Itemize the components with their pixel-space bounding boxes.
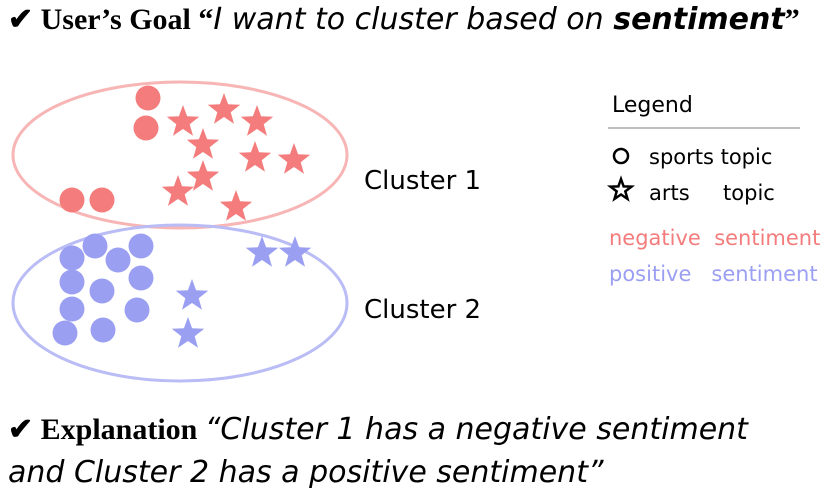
cluster-1-label: Cluster 1 bbox=[364, 166, 481, 196]
star-icon bbox=[606, 175, 636, 202]
check-icon: ✔ bbox=[8, 413, 34, 446]
cluster-1-star-point bbox=[240, 105, 274, 136]
cluster-1-star-point bbox=[186, 160, 220, 191]
cluster-2-circle-point bbox=[59, 296, 85, 322]
cluster-1-star-point bbox=[238, 141, 272, 172]
data-points bbox=[52, 85, 312, 348]
cluster-1-star-point bbox=[277, 143, 311, 174]
legend-item-arts: arts topic bbox=[649, 181, 775, 205]
cluster-2-label: Cluster 2 bbox=[364, 295, 481, 325]
explanation-text-1: “Cluster 1 has a negative sentiment bbox=[204, 412, 748, 447]
goal-emphasis: sentiment bbox=[613, 2, 785, 37]
cluster-2-star-point bbox=[278, 236, 312, 267]
cluster-2-circle-point bbox=[89, 278, 115, 304]
explanation-line-1: ✔ Explanation “Cluster 1 has a negative … bbox=[8, 412, 748, 447]
cluster-2-star-point bbox=[175, 279, 209, 310]
legend-negative: negative sentiment bbox=[609, 226, 820, 250]
explanation-line-2: and Cluster 2 has a positive sentiment” bbox=[8, 455, 604, 490]
cluster-2-ellipse bbox=[11, 223, 349, 383]
cluster-2-star-point bbox=[171, 317, 205, 348]
cluster-1-ellipse bbox=[11, 80, 349, 230]
cluster-2-circle-point bbox=[52, 320, 78, 346]
cluster-2-circle-point bbox=[128, 233, 154, 259]
legend: Legend sports topic arts topic negative … bbox=[606, 93, 820, 286]
check-icon: ✔ bbox=[8, 3, 34, 36]
goal-label: User’s Goal bbox=[40, 3, 191, 36]
legend-item-sports: sports topic bbox=[649, 145, 772, 169]
cluster-2-circle-point bbox=[124, 297, 150, 323]
circle-icon bbox=[612, 147, 630, 165]
cluster-1-star-point bbox=[166, 105, 200, 136]
cluster-2-circle-point bbox=[90, 317, 116, 343]
legend-title: Legend bbox=[612, 93, 693, 118]
cluster-2-circle-point bbox=[59, 269, 85, 295]
cluster-1-star-point bbox=[161, 175, 195, 206]
goal-close-quote: ” bbox=[784, 3, 800, 36]
explanation-text-2: and Cluster 2 has a positive sentiment” bbox=[8, 455, 604, 490]
cluster-1-circle-point bbox=[133, 115, 159, 141]
goal-open-quote: “ bbox=[198, 3, 214, 36]
cluster-1-circle-point bbox=[135, 85, 161, 111]
legend-positive: positive sentiment bbox=[609, 262, 818, 286]
explanation-label: Explanation bbox=[40, 413, 198, 446]
cluster-2-circle-point bbox=[59, 245, 85, 271]
cluster-2-circle-point bbox=[105, 247, 131, 273]
cluster-1-circle-point bbox=[89, 187, 115, 213]
cluster-1-star-point bbox=[207, 93, 241, 124]
cluster-1-circle-point bbox=[59, 187, 85, 213]
goal-line: ✔ User’s Goal “I want to cluster based o… bbox=[8, 2, 800, 37]
cluster-1-star-point bbox=[186, 128, 220, 159]
goal-text: I want to cluster based on bbox=[213, 2, 614, 37]
cluster-2-circle-point bbox=[82, 233, 108, 259]
cluster-2-circle-point bbox=[128, 265, 154, 291]
cluster-1-star-point bbox=[219, 190, 253, 221]
cluster-2-star-point bbox=[245, 236, 279, 267]
